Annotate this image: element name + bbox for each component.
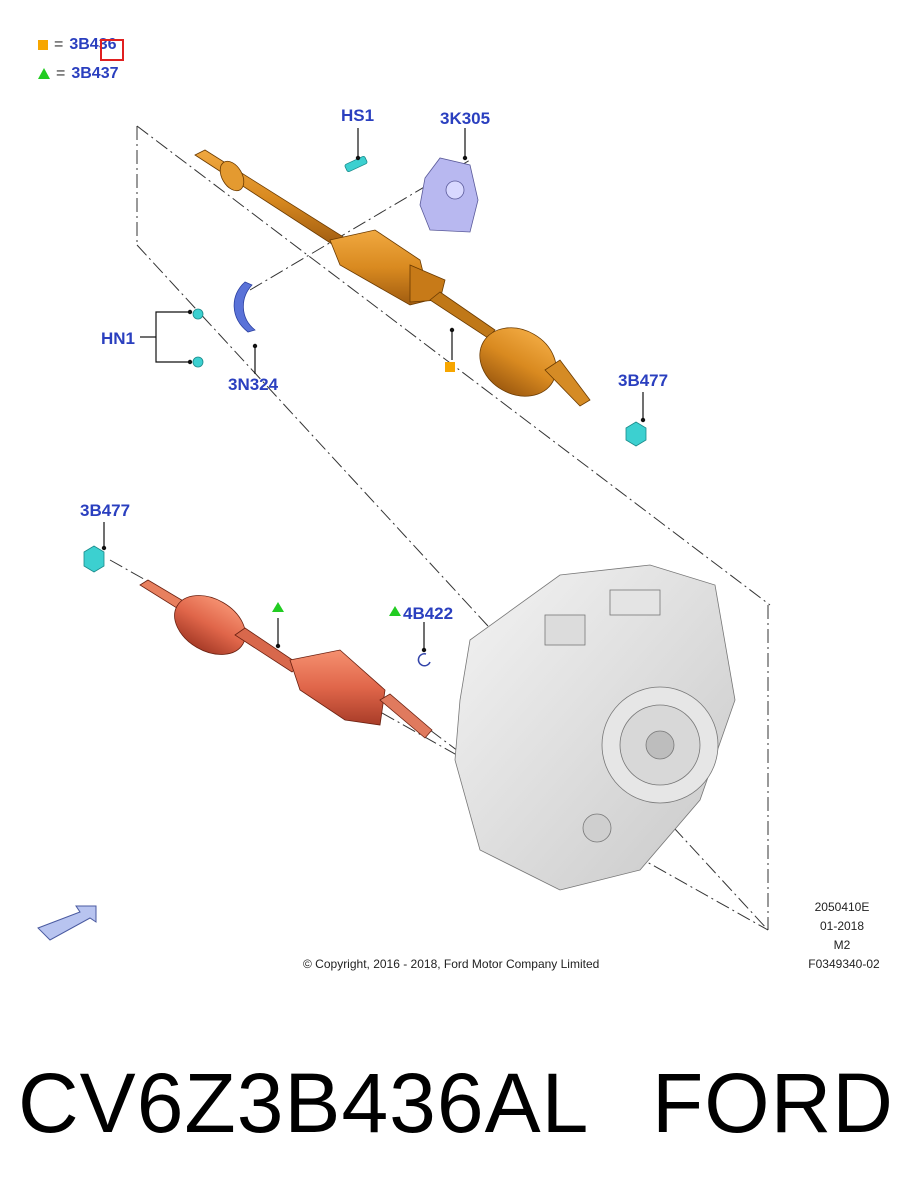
strap-bracket [233, 281, 256, 333]
view-arrow-icon [37, 905, 97, 941]
bearing-bracket [419, 157, 479, 233]
nut-3b477-lower [83, 545, 105, 573]
callout-3b477-upper[interactable]: 3B477 [618, 371, 669, 390]
exploded-diagram [37, 125, 771, 941]
transmission [454, 564, 736, 891]
callout-hn1[interactable]: HN1 [101, 329, 136, 348]
highlight-box [100, 39, 124, 61]
brand-title: FORD [652, 1056, 894, 1150]
callout-4b422[interactable]: 4B422 [403, 604, 454, 623]
nut-3b477-upper [625, 421, 647, 447]
callout-3n324[interactable]: 3N324 [228, 375, 279, 394]
drawing-number: F0349340-02 [808, 957, 880, 971]
lower-driveshaft [139, 579, 433, 739]
green-triangle-marker-icon [38, 68, 50, 80]
orange-square-marker-icon [38, 39, 48, 50]
legend-row-3b437: =3B437 [38, 65, 119, 83]
part-number-title: CV6Z3B436AL [18, 1056, 590, 1150]
orange-square-marker-icon [445, 362, 455, 372]
circlip [417, 653, 431, 667]
upper-driveshaft [194, 149, 591, 407]
callout-hs1[interactable]: HS1 [341, 106, 375, 125]
leader-lines [103, 128, 644, 650]
drawing-revision: M2 [833, 938, 851, 952]
bolts-hn1 [192, 308, 204, 368]
green-triangle-marker-icon [389, 606, 401, 616]
drawing-date: 01-2018 [819, 919, 865, 933]
legend-code-3b437[interactable]: 3B437 [71, 65, 119, 82]
callout-3b477-lower[interactable]: 3B477 [80, 501, 131, 520]
callout-3k305[interactable]: 3K305 [440, 109, 491, 128]
copyright-notice: © Copyright, 2016 - 2018, Ford Motor Com… [303, 957, 600, 971]
green-triangle-marker-icon [272, 602, 284, 612]
bolt-hs1 [344, 155, 368, 173]
drawing-code: 2050410E [814, 900, 870, 914]
